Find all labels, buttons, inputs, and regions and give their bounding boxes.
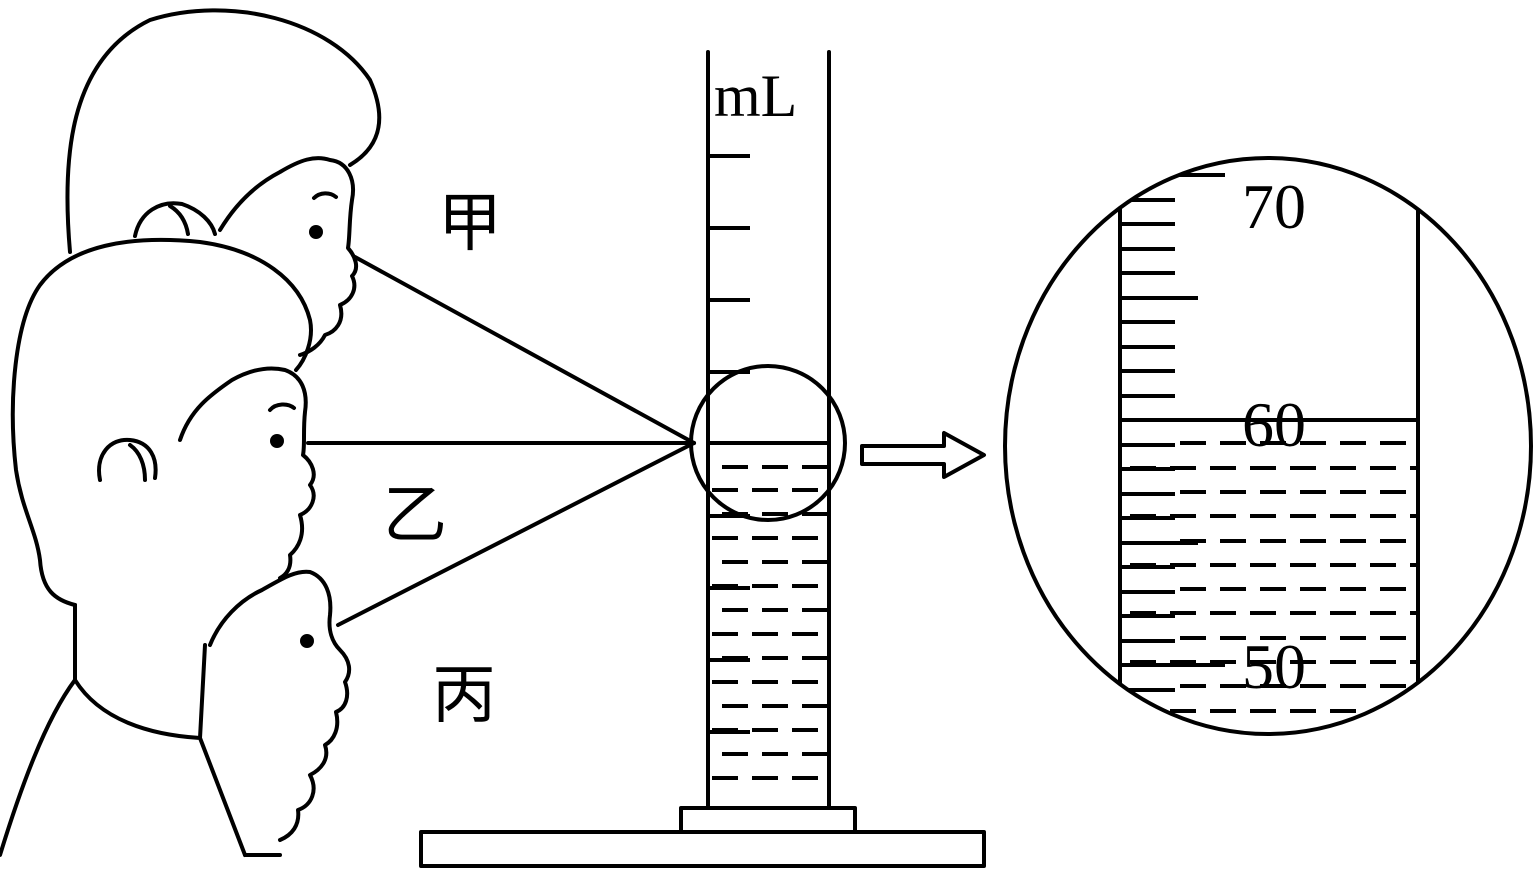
cylinder-unit-label: mL xyxy=(714,63,797,129)
face-middle xyxy=(178,366,316,580)
eye-middle xyxy=(270,434,284,448)
zoom-label-upper: 70 xyxy=(1242,171,1306,242)
observer-middle-figure xyxy=(10,237,316,682)
hair-top xyxy=(65,8,382,254)
magnified-view-border xyxy=(1003,156,1533,736)
ear-middle-inner xyxy=(128,443,147,482)
jaw-bottom xyxy=(198,643,207,740)
cylinder-base-plate xyxy=(419,830,986,868)
label-observer-top: 甲 xyxy=(438,187,502,261)
label-observer-bottom: 丙 xyxy=(432,659,496,733)
eye-top xyxy=(309,225,323,239)
cylinder-foot xyxy=(679,806,857,834)
zoom-label-middle: 60 xyxy=(1242,389,1306,460)
magnify-circle-icon xyxy=(689,364,847,522)
ear-top-inner xyxy=(168,204,190,236)
label-observer-middle: 乙 xyxy=(383,479,447,553)
eyebrow-top xyxy=(312,191,338,200)
hair-middle xyxy=(10,237,313,607)
sight-line-top xyxy=(353,255,696,445)
collar-bottom xyxy=(73,678,247,857)
shoulder-bottom xyxy=(0,678,77,857)
observer-top-figure xyxy=(65,8,382,357)
sight-line-bottom xyxy=(336,441,696,627)
eyebrow-middle xyxy=(268,402,296,412)
face-top xyxy=(218,156,359,357)
face-bottom xyxy=(208,569,352,842)
zoom-label-lower: 50 xyxy=(1242,631,1306,702)
magnified-view: 70 60 50 xyxy=(1118,158,1420,734)
ear-middle xyxy=(97,437,158,482)
eye-bottom xyxy=(300,634,314,648)
ear-top xyxy=(133,201,217,238)
cylinder-liquid xyxy=(712,465,829,780)
graduated-cylinder: mL xyxy=(419,50,986,868)
right-arrow-icon xyxy=(860,431,986,479)
sight-lines xyxy=(306,255,696,627)
observer-bottom-figure xyxy=(0,569,352,857)
